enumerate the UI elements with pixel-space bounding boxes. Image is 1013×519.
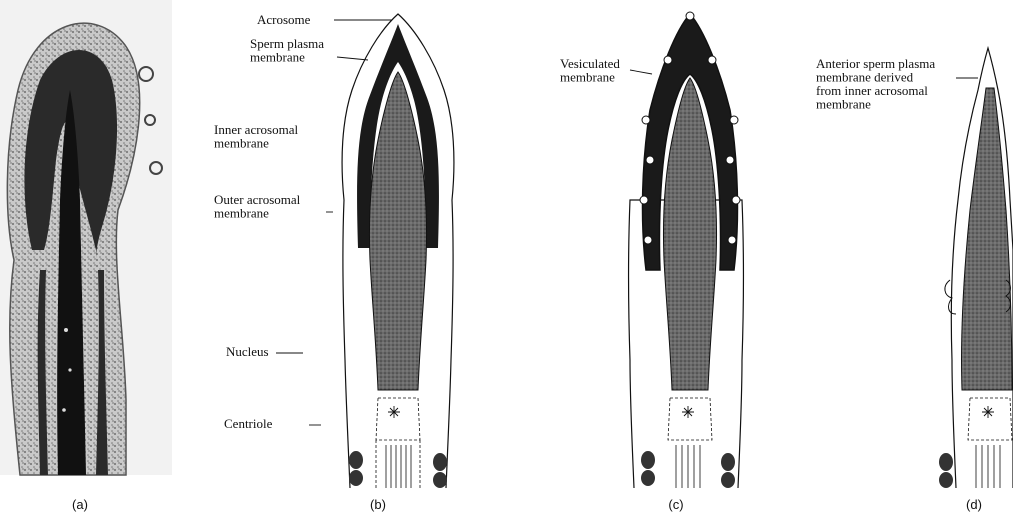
- inner-acrosomal-membrane-label-line: membrane: [214, 136, 269, 151]
- panel-c-caption: (c): [668, 497, 683, 512]
- nucleus-label-line: Nucleus: [226, 344, 269, 359]
- panel-a-micrograph: [0, 0, 172, 475]
- centriole-label: Centriole: [224, 416, 273, 431]
- anterior-sperm-plasma-membrane-label-line: membrane: [816, 97, 871, 112]
- acrosome-label: Acrosome: [257, 12, 311, 27]
- nucleus-label: Nucleus: [226, 344, 269, 359]
- panel-d-caption: (d): [966, 497, 982, 512]
- vesiculated-membrane-label-line: membrane: [560, 70, 615, 85]
- sperm-plasma-membrane-label-line: membrane: [250, 50, 305, 65]
- panel-d-drawing: [939, 48, 1013, 488]
- outer-acrosomal-membrane-label-line: membrane: [214, 206, 269, 221]
- caption-layer: (a) (b) (c) (d): [72, 497, 982, 512]
- panel-b-drawing: [276, 14, 454, 488]
- panel-a-caption: (a): [72, 497, 88, 512]
- panel-c-drawing: [629, 12, 744, 488]
- panel-b-caption: (b): [370, 497, 386, 512]
- centriole-label-line: Centriole: [224, 416, 273, 431]
- acrosome-label-line: Acrosome: [257, 12, 311, 27]
